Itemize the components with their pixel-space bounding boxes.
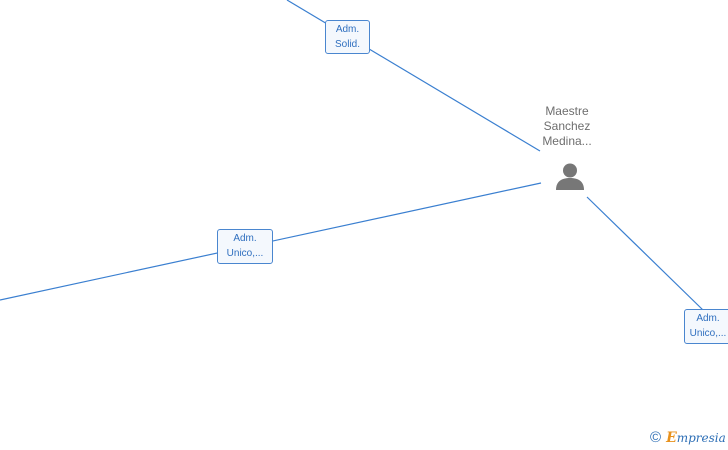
brand-logo-letter: E [666, 430, 677, 446]
relation-role-line: Adm. [335, 24, 360, 35]
relation-role-line: Solid. [334, 39, 360, 50]
person-name-line: Maestre [545, 104, 589, 118]
relation-role-line: Adm. [696, 313, 720, 324]
person-name-line: Sanchez [543, 119, 591, 133]
relation-role-line: Adm. [233, 233, 257, 244]
copyright-icon: © [650, 429, 662, 446]
relation-role-line: Unico,... [226, 248, 264, 259]
brand-watermark: © E mpresia [650, 429, 726, 447]
brand-logo-text: mpresia [676, 431, 726, 445]
person-name[interactable]: Maestre Sanchez Medina... [527, 104, 607, 149]
person-icon[interactable] [555, 162, 585, 190]
person-name-line: Medina... [542, 134, 592, 148]
relation-label-adm-unico-right[interactable]: Adm. Unico,... [684, 309, 728, 344]
edge-to-right-company [586, 196, 705, 312]
relation-role-line: Unico,... [689, 328, 727, 339]
relation-label-adm-solid[interactable]: Adm. Solid. [325, 20, 370, 54]
relation-label-adm-unico-left[interactable]: Adm. Unico,... [217, 229, 273, 264]
